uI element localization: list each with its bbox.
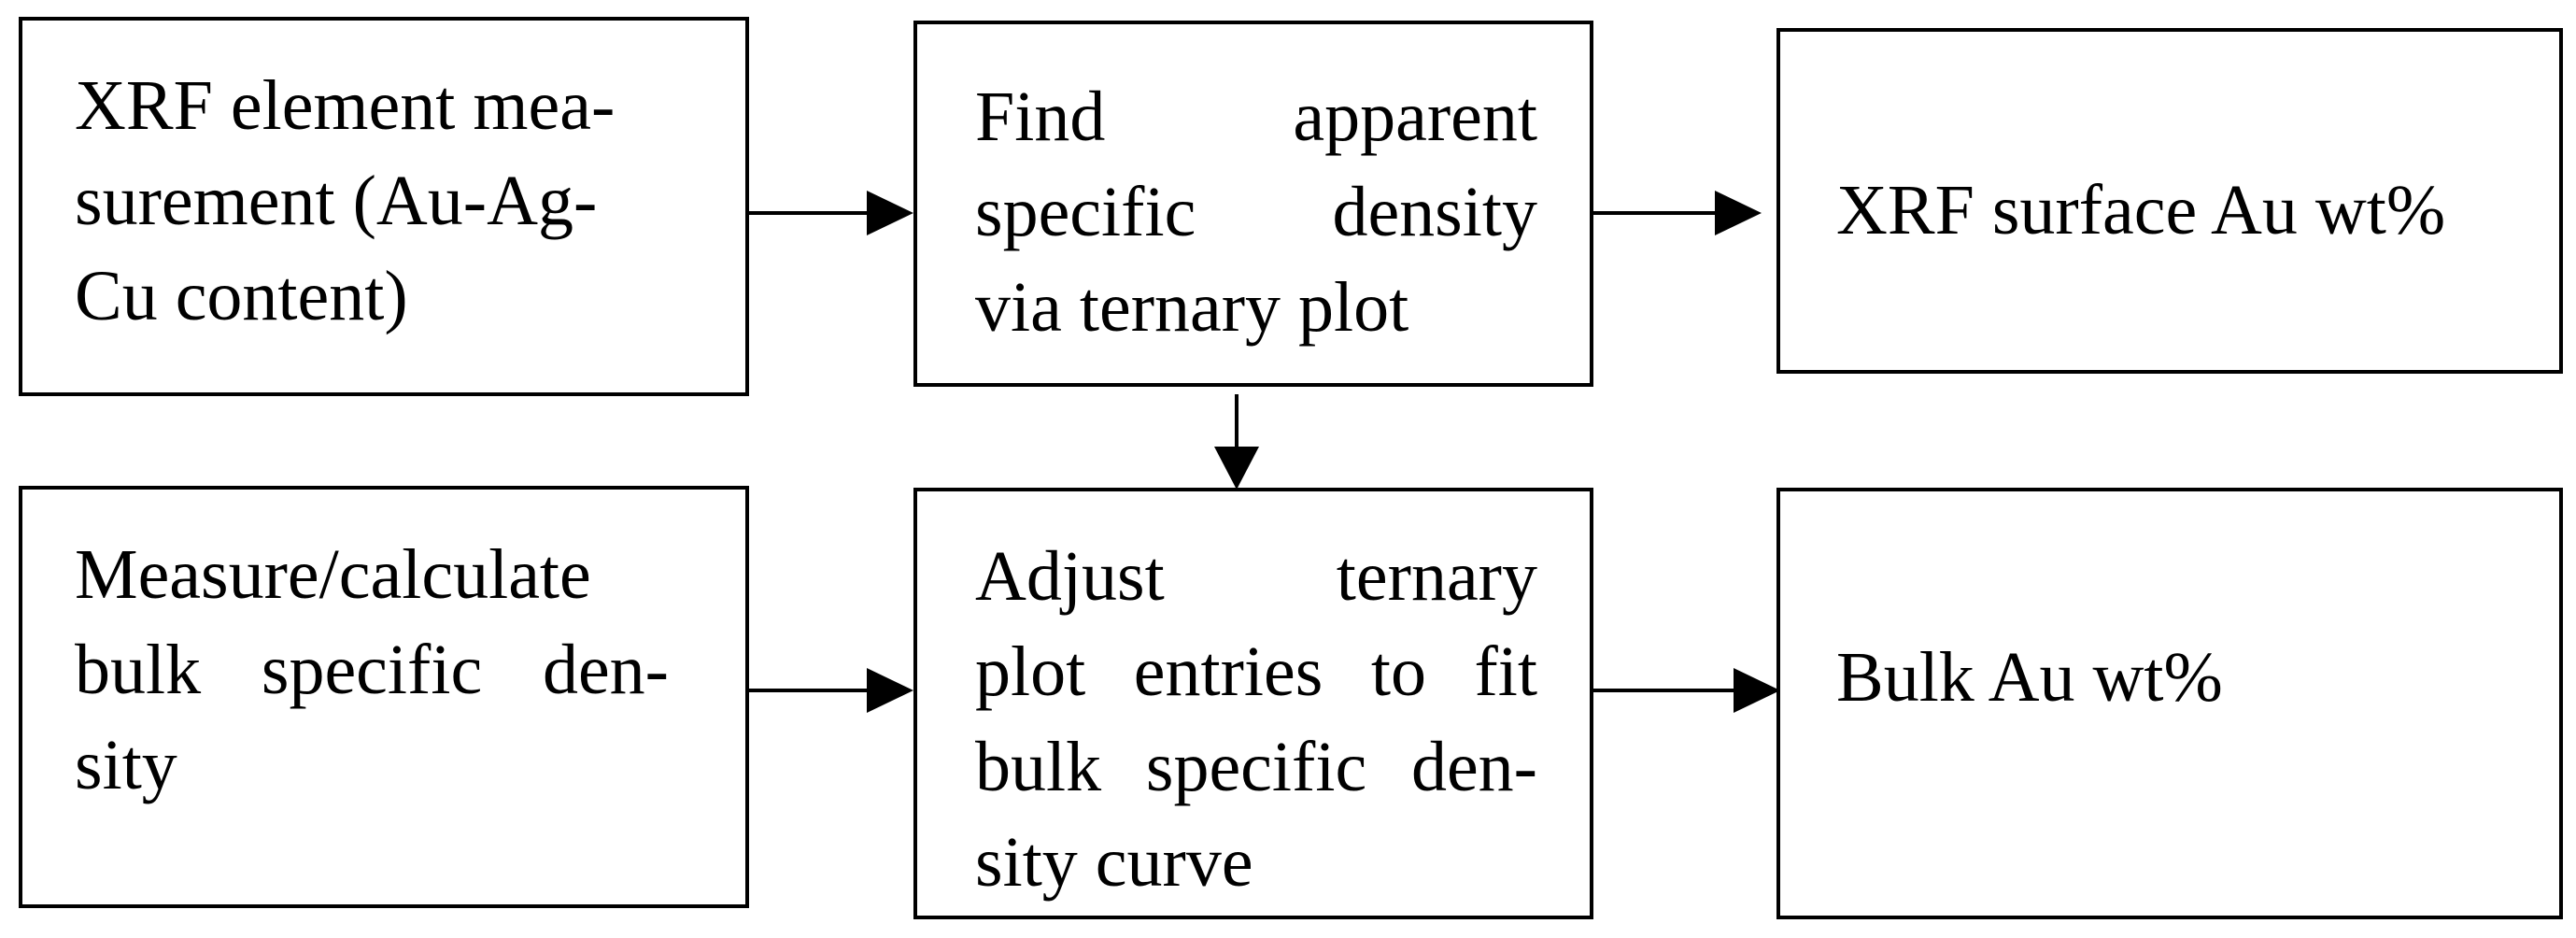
word: specific: [975, 173, 1196, 251]
text-line: surement (Au-Ag-: [75, 162, 598, 240]
node-apparent-density: Find apparent specific density via terna…: [913, 21, 1593, 387]
node-xrf-measurement: XRF element mea- surement (Au-Ag- Cu con…: [19, 17, 749, 396]
text-line: sity: [75, 726, 177, 804]
text-line: XRF element mea-: [75, 66, 616, 145]
node-bulk-density-text: Measure/calculate bulk specific den- sit…: [75, 527, 669, 813]
arrow-bulk-density-to-adjust-plot: [747, 668, 913, 713]
arrow-apparent-density-to-surface-au: [1592, 191, 1762, 235]
text-line: via ternary plot: [975, 268, 1409, 347]
word: apparent: [1293, 78, 1537, 156]
arrow-apparent-density-to-adjust-plot: [1214, 394, 1259, 490]
word: specific: [261, 631, 483, 709]
text-line: Measure/calculate: [75, 535, 591, 614]
text-line: specific density: [975, 164, 1537, 260]
node-surface-au: XRF surface Au wt%: [1776, 28, 2563, 374]
node-surface-au-text: XRF surface Au wt%: [1836, 163, 2445, 258]
text-line: Find apparent: [975, 69, 1537, 164]
text-line: Cu content): [75, 257, 408, 335]
word: den-: [542, 631, 669, 709]
text-line: plot entries to fit: [975, 624, 1537, 719]
arrow-adjust-plot-to-bulk-au: [1592, 668, 1780, 713]
word: ternary: [1336, 537, 1537, 616]
word: to: [1370, 632, 1426, 711]
node-apparent-density-text: Find apparent specific density via terna…: [975, 69, 1537, 355]
node-bulk-au-text: Bulk Au wt%: [1836, 630, 2223, 725]
word: entries: [1133, 632, 1323, 711]
text-line: sity curve: [975, 823, 1253, 902]
word: bulk: [75, 631, 202, 709]
word: bulk: [975, 728, 1102, 806]
node-bulk-density: Measure/calculate bulk specific den- sit…: [19, 486, 749, 908]
text-line: Bulk Au wt%: [1836, 638, 2223, 717]
word: plot: [975, 632, 1086, 711]
node-adjust-plot: Adjust ternary plot entries to fit bulk …: [913, 488, 1593, 919]
node-xrf-measurement-text: XRF element mea- surement (Au-Ag- Cu con…: [75, 58, 615, 344]
text-line: Adjust ternary: [975, 529, 1537, 624]
word: Find: [975, 78, 1106, 156]
word: density: [1332, 173, 1537, 251]
node-bulk-au: Bulk Au wt%: [1776, 488, 2563, 919]
word: fit: [1474, 632, 1537, 711]
word: den-: [1410, 728, 1537, 806]
arrow-xrf-to-apparent-density: [747, 191, 913, 235]
node-adjust-plot-text: Adjust ternary plot entries to fit bulk …: [975, 529, 1537, 910]
word: Adjust: [975, 537, 1165, 616]
text-line: XRF surface Au wt%: [1836, 171, 2446, 249]
word: specific: [1145, 728, 1367, 806]
text-line: bulk specific den-: [75, 622, 669, 718]
text-line: bulk specific den-: [975, 719, 1537, 815]
